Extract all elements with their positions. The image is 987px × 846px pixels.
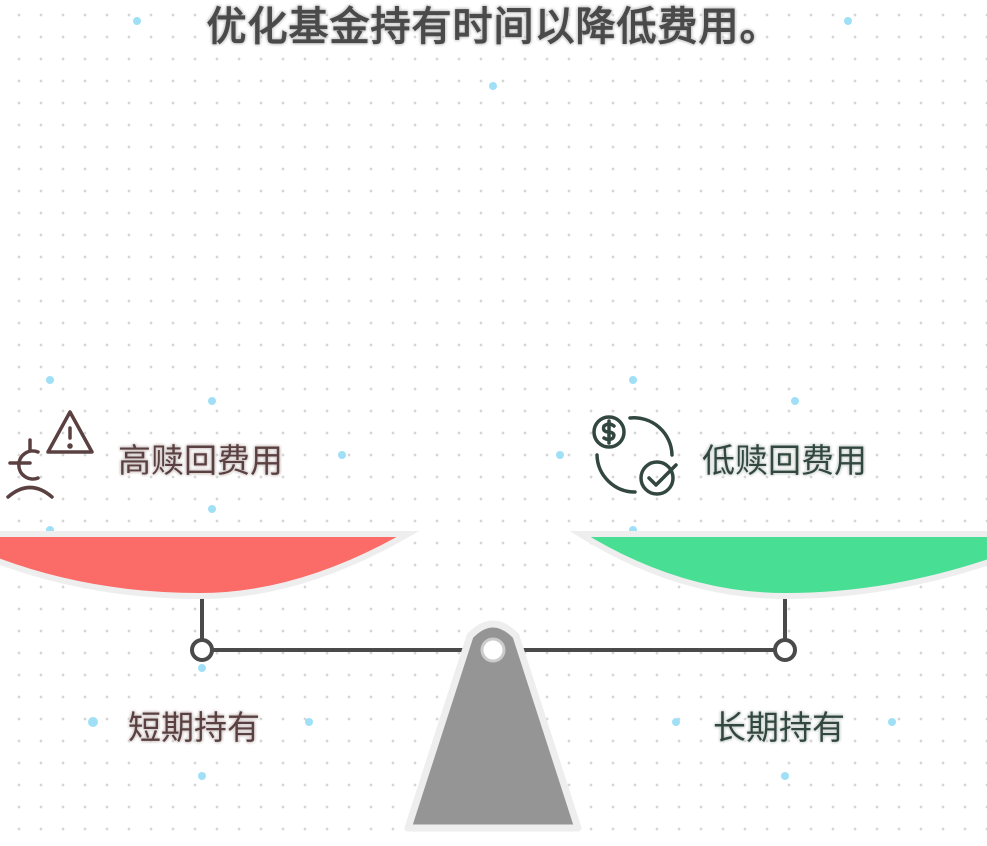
right-pan: [569, 531, 987, 600]
left-pan: [0, 531, 420, 600]
person-euro-warning-icon: [6, 410, 94, 499]
left-joint: [190, 638, 214, 662]
right-joint: [773, 638, 797, 662]
long-term-label: 长期持有: [713, 708, 845, 747]
low-fee-label: 低赎回费用: [702, 441, 867, 480]
fulcrum: [404, 620, 582, 832]
page-title: 优化基金持有时间以降低费用。: [206, 4, 781, 50]
short-term-label: 短期持有: [128, 708, 260, 747]
high-fee-label: 高赎回费用: [118, 441, 283, 480]
fulcrum-pivot: [480, 637, 506, 663]
dollar-cycle-check-icon: [592, 415, 678, 496]
